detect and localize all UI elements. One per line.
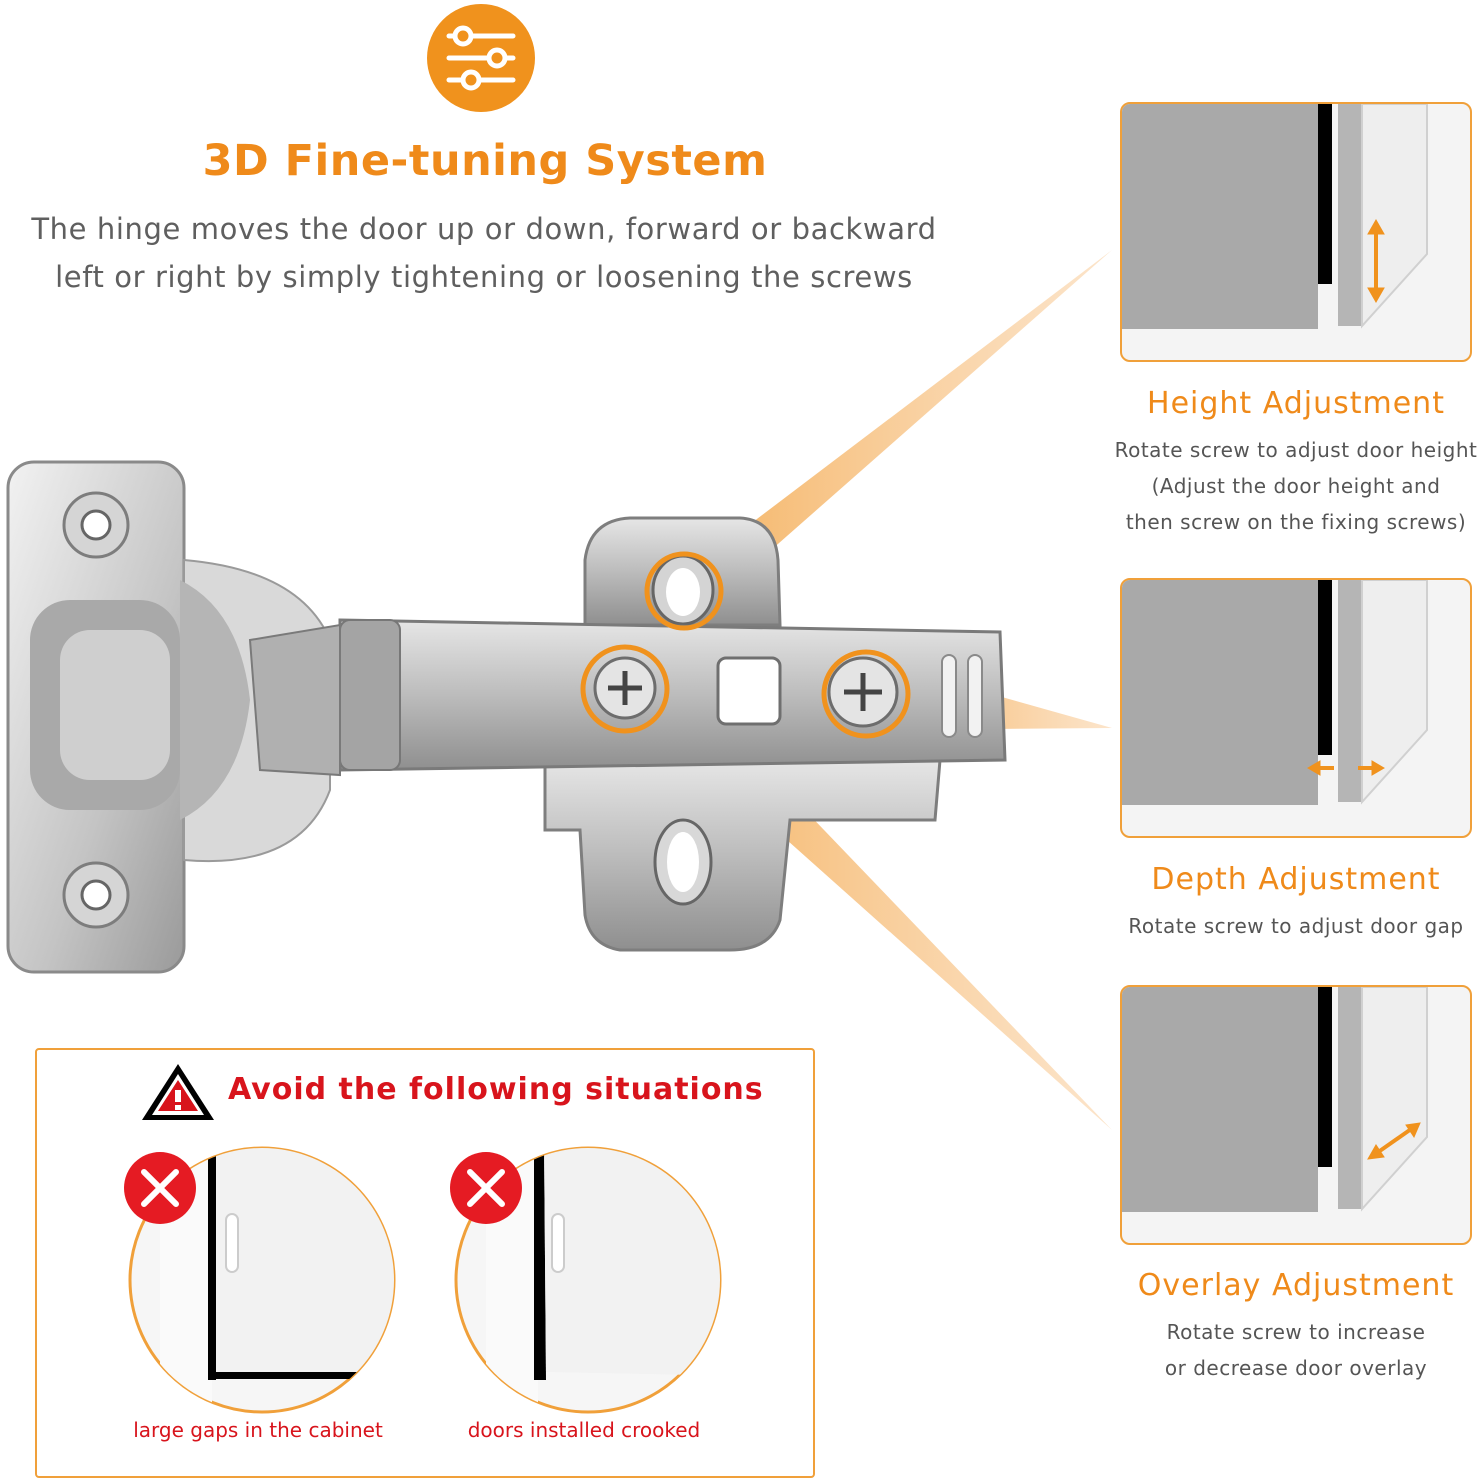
vertical-double-arrow-icon xyxy=(1367,218,1385,304)
overlay-adjustment-description: Rotate screw to increase or decrease doo… xyxy=(1110,1314,1478,1386)
depth-screw xyxy=(593,656,657,720)
description-line: then screw on the fixing screws) xyxy=(1125,510,1467,534)
warning-triangle-icon xyxy=(142,1064,214,1120)
depth-adjustment-title: Depth Adjustment xyxy=(1151,862,1441,897)
height-adjustment-title: Height Adjustment xyxy=(1147,386,1445,421)
description-line: or decrease door overlay xyxy=(1164,1356,1428,1380)
height-adjustment-panel xyxy=(1120,102,1472,362)
description-line: Rotate screw to increase xyxy=(1166,1320,1426,1344)
description-line: Rotate screw to adjust door gap xyxy=(1128,914,1464,938)
case-caption-crooked-doors: doors installed crooked xyxy=(467,1418,701,1442)
subtitle-line-2: left or right by simply tightening or lo… xyxy=(55,260,913,294)
diagonal-double-arrow-icon xyxy=(1367,1122,1421,1160)
case-caption-large-gaps: large gaps in the cabinet xyxy=(133,1418,383,1442)
case-large-gaps-illustration xyxy=(128,1146,396,1414)
overlay-adjustment-title: Overlay Adjustment xyxy=(1137,1268,1455,1303)
horizontal-double-arrow-icon xyxy=(1307,760,1385,776)
red-x-icon xyxy=(450,1152,522,1224)
subtitle-line-1: The hinge moves the door up or down, for… xyxy=(31,212,937,246)
overlay-adjustment-panel xyxy=(1120,985,1472,1245)
depth-adjustment-panel xyxy=(1120,578,1472,838)
red-x-icon xyxy=(124,1152,196,1224)
warning-title: Avoid the following situations xyxy=(228,1072,764,1107)
depth-adjustment-description: Rotate screw to adjust door gap xyxy=(1110,908,1478,944)
height-adjustment-description: Rotate screw to adjust door height (Adju… xyxy=(1110,432,1478,540)
beam-height xyxy=(650,250,1112,600)
overlay-screw xyxy=(827,656,899,728)
description-line: Rotate screw to adjust door height xyxy=(1114,438,1478,462)
sliders-icon xyxy=(427,4,535,112)
description-line: (Adjust the door height and xyxy=(1151,474,1441,498)
page-title: 3D Fine-tuning System xyxy=(202,136,768,186)
